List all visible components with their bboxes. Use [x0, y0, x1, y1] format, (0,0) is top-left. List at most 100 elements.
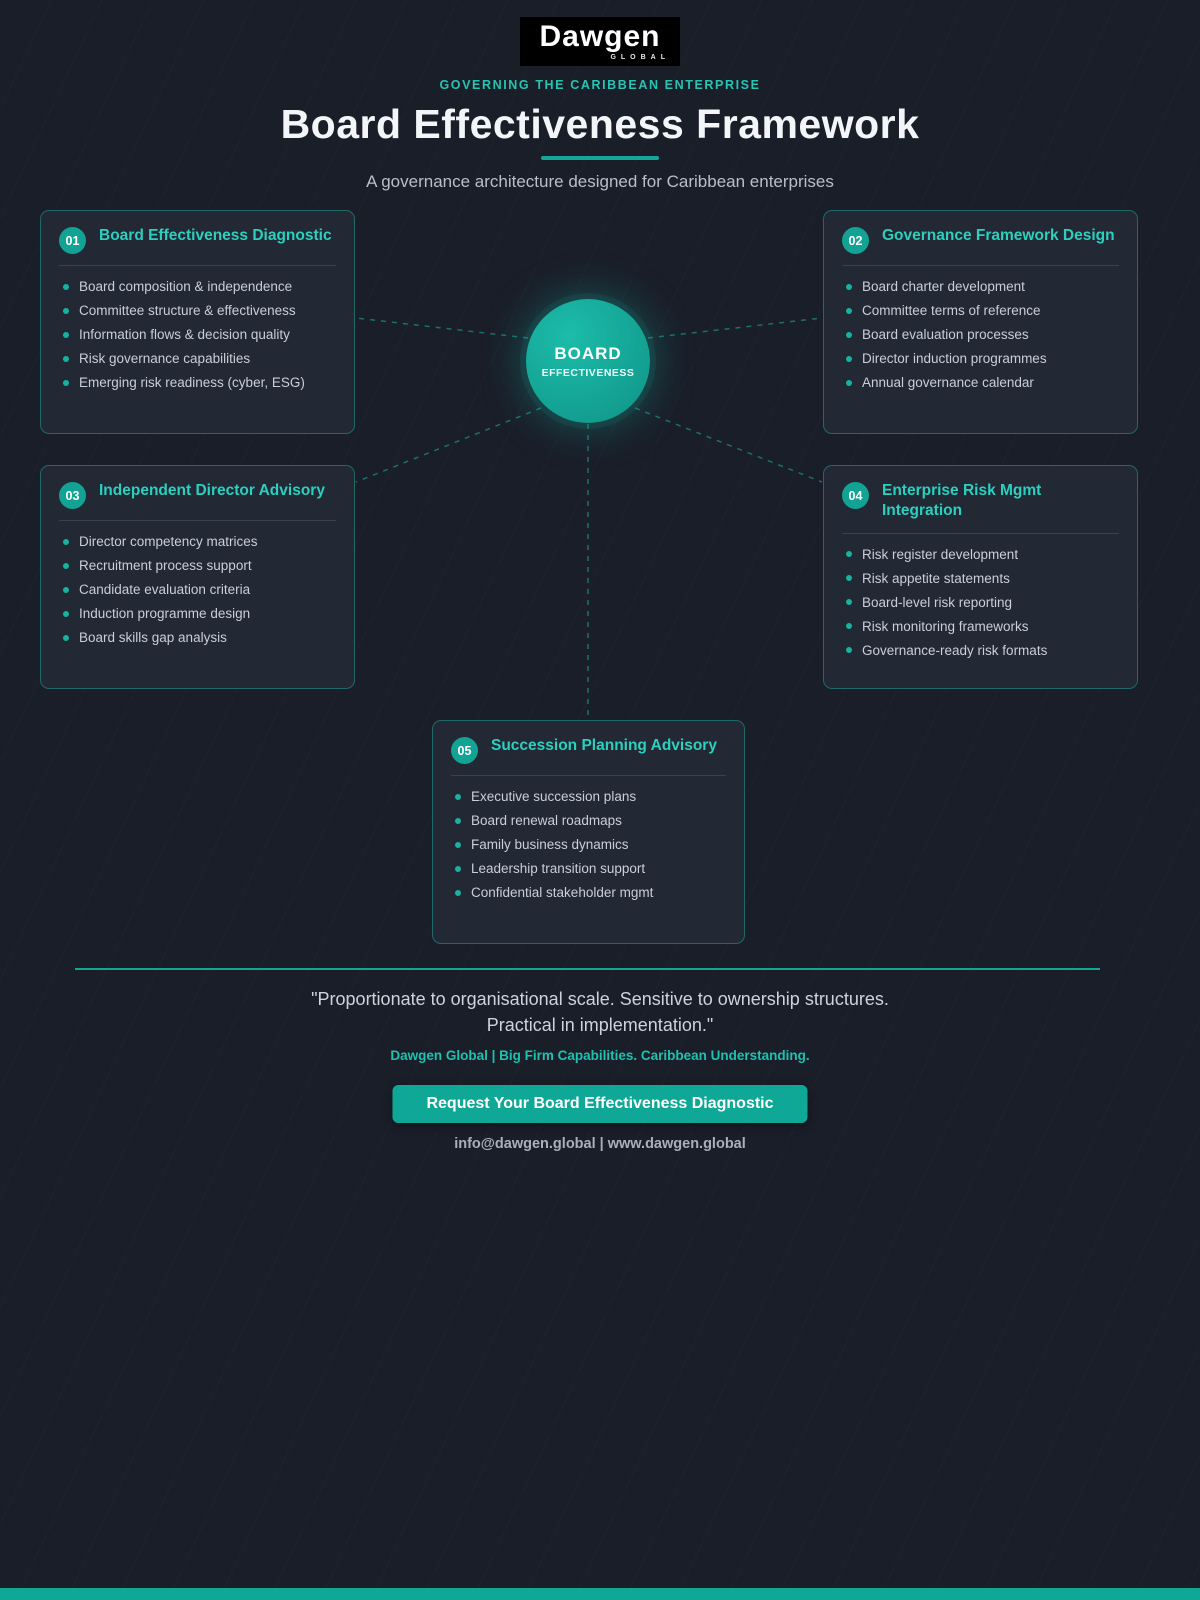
list-item: Board-level risk reporting: [846, 595, 1119, 610]
bullet-icon: [455, 841, 461, 848]
bullet-icon: [846, 551, 852, 558]
title-underline: [541, 156, 659, 160]
list-item-label: Board composition & independence: [79, 279, 293, 294]
card-header: 01 Board Effectiveness Diagnostic: [59, 226, 336, 254]
list-item-label: Executive succession plans: [471, 789, 637, 804]
card-divider: [842, 265, 1119, 266]
list-item-label: Director competency matrices: [79, 534, 258, 549]
card-governance-framework-design: 02 Governance Framework Design Board cha…: [823, 210, 1138, 434]
list-item: Board skills gap analysis: [63, 630, 336, 645]
list-item: Director competency matrices: [63, 534, 336, 549]
list-item-label: Risk monitoring frameworks: [862, 618, 1029, 634]
list-item: Board renewal roadmaps: [455, 813, 726, 828]
list-item: Risk appetite statements: [846, 571, 1119, 586]
list-item: Family business dynamics: [455, 837, 726, 852]
center-node-line1: BOARD: [554, 343, 622, 363]
bullet-icon: [63, 283, 69, 290]
quote-line1: "Proportionate to organisational scale. …: [311, 989, 889, 1009]
page-subtitle: A governance architecture designed for C…: [366, 172, 834, 191]
list-item: Candidate evaluation criteria: [63, 582, 336, 597]
bullet-icon: [455, 817, 461, 824]
bullet-icon: [63, 562, 69, 569]
tagline: GOVERNING THE CARIBBEAN ENTERPRISE: [439, 78, 761, 92]
bullet-icon: [63, 379, 69, 386]
card-header: 05 Succession Planning Advisory: [451, 736, 726, 764]
list-item: Risk governance capabilities: [63, 351, 336, 366]
card-number-badge: 03: [59, 482, 86, 509]
list-item: Annual governance calendar: [846, 375, 1119, 390]
bullet-icon: [846, 307, 852, 314]
list-item-label: Risk register development: [862, 546, 1019, 562]
bullet-icon: [63, 538, 69, 545]
bottom-accent-bar: [0, 1588, 1200, 1600]
bullet-icon: [63, 355, 69, 362]
card-header: 03 Independent Director Advisory: [59, 481, 336, 509]
bullet-icon: [63, 610, 69, 617]
card-list: Board composition & independence Committ…: [59, 279, 336, 390]
center-node-line2: EFFECTIVENESS: [541, 366, 635, 379]
list-item-label: Governance-ready risk formats: [862, 642, 1048, 658]
card-enterprise-risk-mgmt-integration: 04 Enterprise Risk Mgmt Integration Risk…: [823, 465, 1138, 689]
list-item: Governance-ready risk formats: [846, 643, 1119, 658]
bullet-icon: [846, 379, 852, 386]
card-succession-planning-advisory: 05 Succession Planning Advisory Executiv…: [432, 720, 745, 944]
card-list: Executive succession plans Board renewal…: [451, 789, 726, 900]
list-item: Information flows & decision quality: [63, 327, 336, 342]
list-item: Emerging risk readiness (cyber, ESG): [63, 375, 336, 390]
bullet-icon: [846, 575, 852, 582]
list-item-label: Information flows & decision quality: [79, 327, 290, 342]
bullet-icon: [63, 586, 69, 593]
list-item-label: Confidential stakeholder mgmt: [471, 885, 654, 900]
card-number-badge: 01: [59, 227, 86, 254]
list-item-label: Risk appetite statements: [862, 570, 1010, 586]
list-item: Executive succession plans: [455, 789, 726, 804]
card-number-badge: 04: [842, 482, 869, 509]
bullet-icon: [846, 623, 852, 630]
bullet-icon: [455, 889, 461, 896]
request-diagnostic-button[interactable]: Request Your Board Effectiveness Diagnos…: [392, 1085, 808, 1123]
list-item-label: Board-level risk reporting: [862, 594, 1013, 610]
card-divider: [842, 532, 1119, 534]
card-title: Governance Framework Design: [882, 227, 1115, 244]
card-number-badge: 02: [842, 227, 869, 254]
list-item-label: Family business dynamics: [471, 837, 629, 852]
list-item: Board composition & independence: [63, 279, 336, 294]
bullet-icon: [846, 331, 852, 338]
card-header: 02 Governance Framework Design: [842, 226, 1119, 254]
list-item: Risk register development: [846, 547, 1119, 562]
card-board-effectiveness-diagnostic: 01 Board Effectiveness Diagnostic Board …: [40, 210, 355, 434]
list-item: Committee structure & effectiveness: [63, 303, 336, 318]
brand-line: Dawgen Global | Big Firm Capabilities. C…: [390, 1048, 810, 1063]
list-item: Leadership transition support: [455, 861, 726, 876]
card-title: Board Effectiveness Diagnostic: [99, 227, 332, 244]
list-item-label: Committee structure & effectiveness: [79, 303, 296, 318]
list-item: Committee terms of reference: [846, 303, 1119, 318]
bullet-icon: [63, 307, 69, 314]
card-number-badge: 05: [451, 737, 478, 764]
list-item: Director induction programmes: [846, 351, 1119, 366]
logo-subtext: GLOBAL: [610, 54, 670, 61]
center-node-board-effectiveness: BOARD EFFECTIVENESS: [526, 299, 650, 423]
logo-wordmark: Dawgen: [539, 20, 661, 53]
card-divider: [451, 775, 726, 776]
card-title: Independent Director Advisory: [99, 482, 325, 499]
card-independent-director-advisory: 03 Independent Director Advisory Directo…: [40, 465, 355, 689]
list-item-label: Director induction programmes: [862, 351, 1047, 366]
list-item-label: Candidate evaluation criteria: [79, 582, 251, 597]
list-item-label: Board evaluation processes: [862, 327, 1029, 342]
list-item-label: Board charter development: [862, 279, 1025, 294]
list-item-label: Annual governance calendar: [862, 375, 1034, 390]
list-item-label: Board renewal roadmaps: [471, 813, 622, 828]
list-item-label: Risk governance capabilities: [79, 351, 251, 366]
card-title: Succession Planning Advisory: [491, 737, 717, 754]
bullet-icon: [455, 865, 461, 872]
list-item: Recruitment process support: [63, 558, 336, 573]
card-list: Risk register development Risk appetite …: [842, 547, 1119, 658]
bullet-icon: [846, 283, 852, 290]
quote-line2: Practical in implementation.": [486, 1015, 714, 1036]
bullet-icon: [63, 331, 69, 338]
quote-text: "Proportionate to organisational scale. …: [0, 986, 1200, 1038]
card-divider: [59, 265, 336, 266]
list-item-label: Emerging risk readiness (cyber, ESG): [79, 375, 305, 390]
